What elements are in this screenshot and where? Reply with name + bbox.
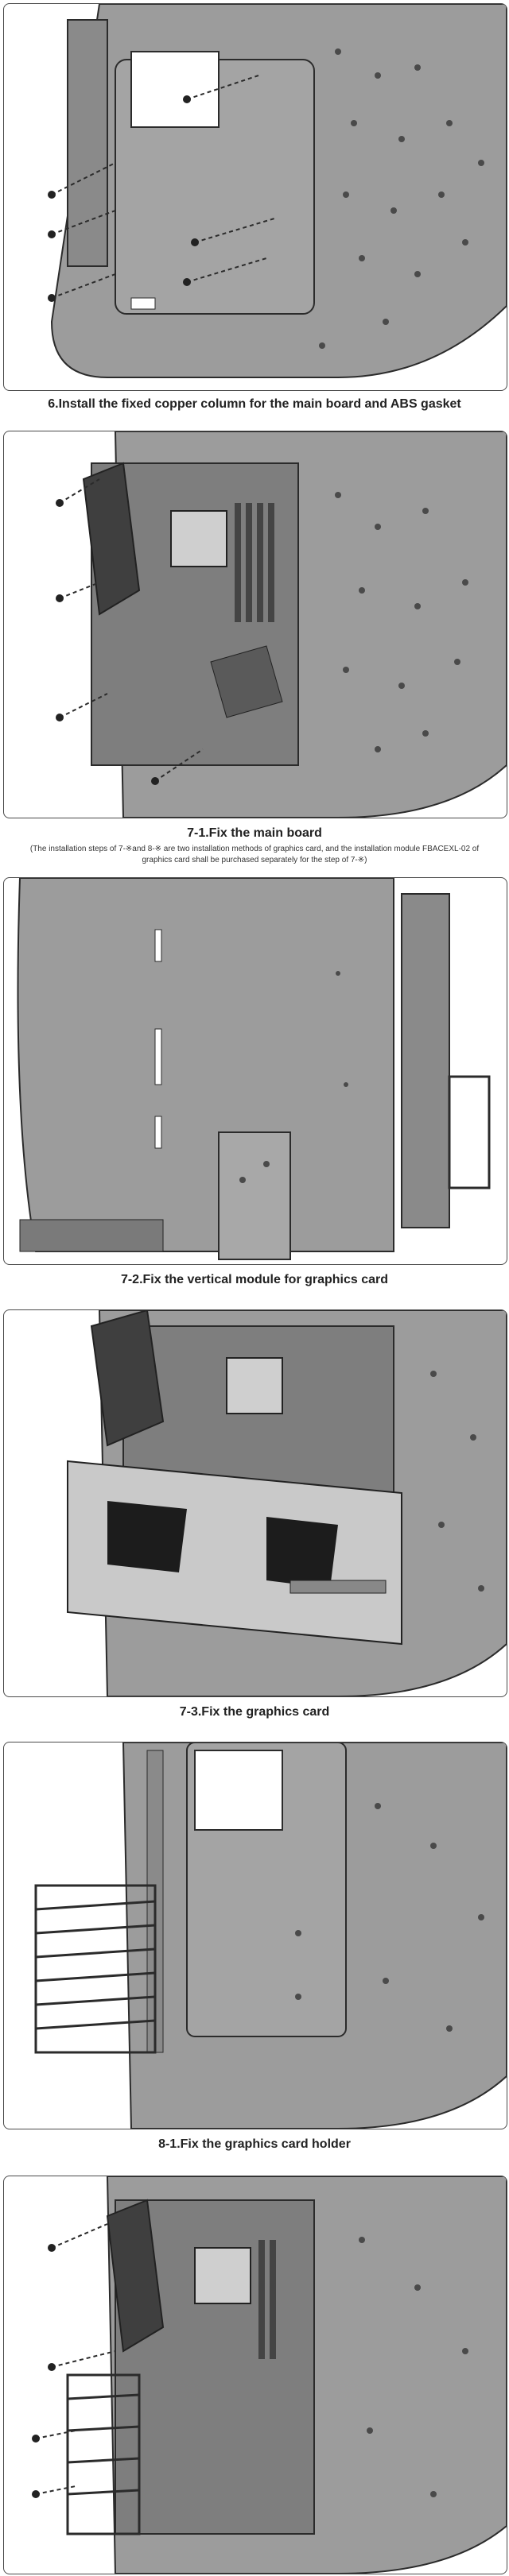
step-8-1-illustration (3, 1742, 507, 2129)
step-7-1-caption: 7-1.Fix the main board (187, 826, 322, 840)
graphics-card-install-drawing (67, 1310, 507, 1696)
step-7-2-caption: 7-2.Fix the vertical module for graphics… (120, 1273, 389, 1286)
motherboard-with-holder-drawing (32, 2176, 507, 2574)
step-6-caption: 6.Install the fixed copper column for th… (48, 397, 461, 411)
step-8-2-illustration (3, 2176, 507, 2574)
vertical-gpu-module-drawing (17, 878, 491, 1260)
step-7-1-illustration (3, 431, 507, 818)
step-6-illustration (3, 3, 507, 391)
step-8-1-caption: 8-1.Fix the graphics card holder (158, 2137, 351, 2151)
chassis-back-plate-drawing (48, 4, 507, 378)
step-7-note: (The installation steps of 7-※and 8-※ ar… (29, 845, 480, 864)
step-7-2-illustration (3, 877, 507, 1265)
step-7-3-caption: 7-3.Fix the graphics card (179, 1705, 330, 1719)
motherboard-mounting-drawing (56, 431, 507, 818)
step-7-3-illustration (3, 1309, 507, 1697)
gpu-holder-drawing (34, 1742, 507, 2129)
